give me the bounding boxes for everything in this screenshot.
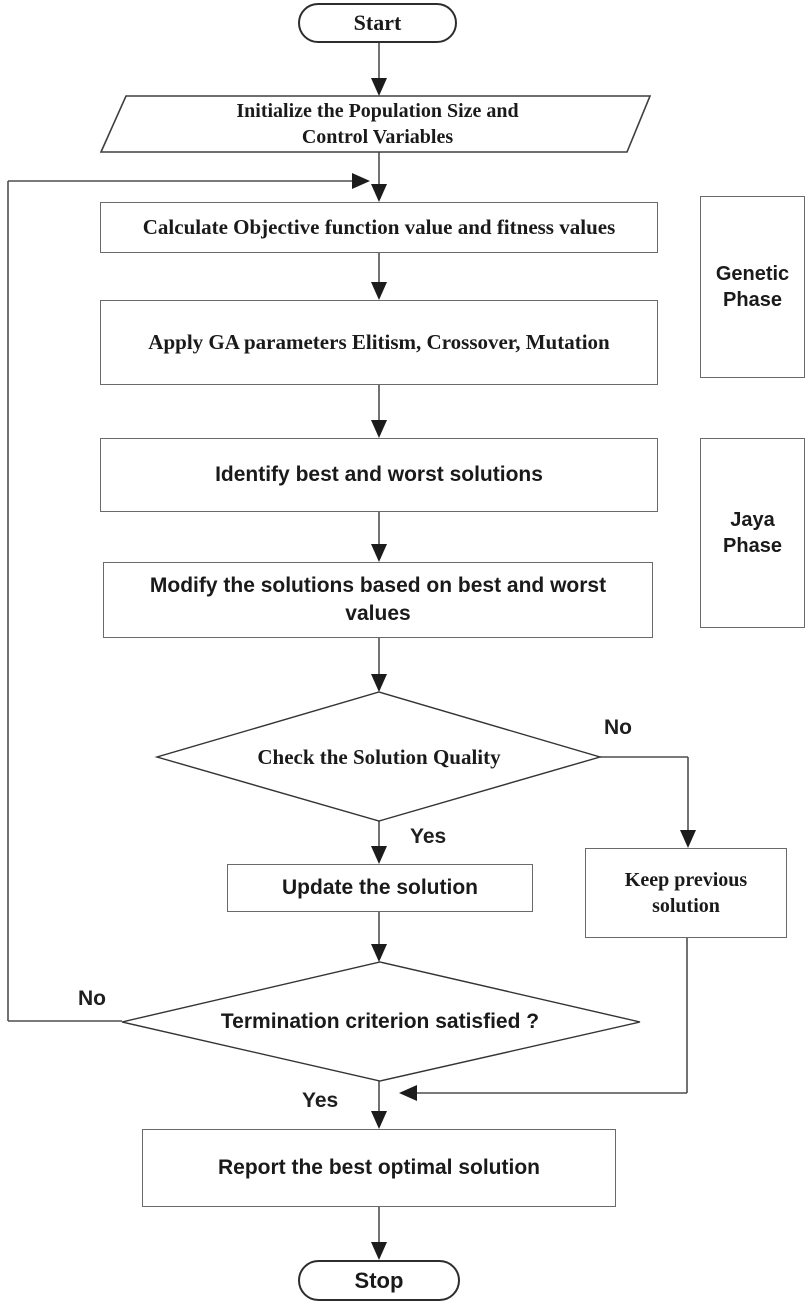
arrowhead-check-no-keep (680, 830, 696, 848)
check-no-label: No (604, 716, 632, 739)
update-node: Update the solution (227, 864, 533, 912)
termination-diamond-shape (121, 961, 641, 1082)
check-quality-node-label: Check the Solution Quality (257, 744, 501, 769)
arrowhead-update-termination (371, 944, 387, 962)
arrowhead-apply-identify (371, 420, 387, 438)
init-node-label: Initialize the Population Size and Contr… (120, 97, 635, 151)
arrowhead-report-stop (371, 1242, 387, 1260)
arrowhead-identify-modify (371, 544, 387, 562)
jaya-phase-line-2: Phase (723, 535, 782, 557)
init-parallelogram-shape (99, 95, 652, 153)
stop-node: Stop (298, 1260, 460, 1301)
start-node: Start (298, 3, 457, 43)
arrowhead-modify-check (371, 674, 387, 692)
arrowhead-loop-return (352, 173, 370, 189)
keep-previous-line-1: Keep previous (624, 868, 748, 891)
modify-line-2: values (345, 602, 411, 625)
genetic-phase-line-2: Phase (723, 289, 782, 311)
check-quality-diamond-shape (154, 691, 603, 822)
arrowhead-check-yes-update (371, 846, 387, 864)
jaya-phase-label: Jaya Phase (700, 438, 805, 628)
arrowhead-start-init (371, 78, 387, 96)
arrowhead-keep-junction (399, 1085, 417, 1101)
genetic-phase-line-1: Genetic (715, 262, 790, 285)
jaya-phase-line-1: Jaya (730, 508, 775, 531)
termination-node-label: Termination criterion satisfied ? (220, 1010, 540, 1033)
init-line-1: Initialize the Population Size and (236, 99, 519, 122)
calculate-node: Calculate Objective function value and f… (100, 202, 658, 253)
modify-line-1: Modify the solutions based on best and w… (149, 574, 607, 598)
modify-node: Modify the solutions based on best and w… (103, 562, 653, 638)
keep-previous-node: Keep previous solution (585, 848, 787, 938)
report-node: Report the best optimal solution (142, 1129, 616, 1207)
arrowhead-termination-report (371, 1111, 387, 1129)
init-line-2: Control Variables (301, 126, 454, 148)
apply-ga-node: Apply GA parameters Elitism, Crossover, … (100, 300, 658, 385)
termination-yes-label: Yes (302, 1089, 339, 1112)
arrowhead-into-calculate (371, 184, 387, 202)
arrowhead-calculate-apply (371, 282, 387, 300)
keep-previous-line-2: solution (652, 895, 720, 917)
genetic-phase-label: Genetic Phase (700, 196, 805, 378)
termination-no-label: No (78, 987, 106, 1010)
identify-node: Identify best and worst solutions (100, 438, 658, 512)
check-yes-label: Yes (410, 825, 447, 848)
